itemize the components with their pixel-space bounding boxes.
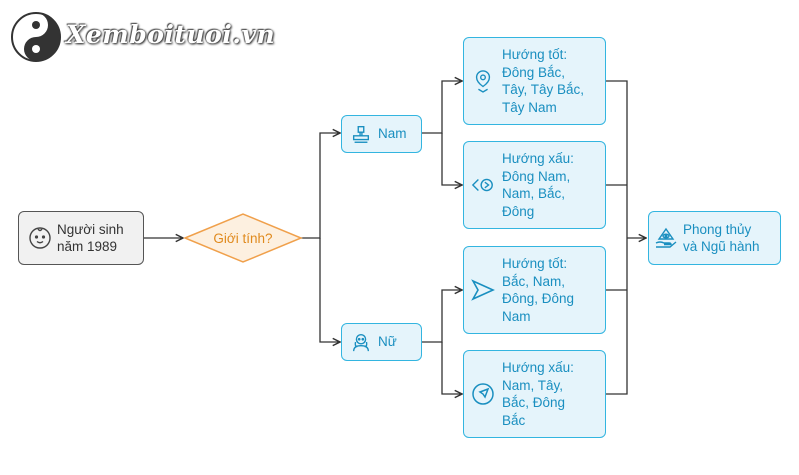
woman-icon <box>344 331 378 353</box>
stamp-icon <box>344 123 378 145</box>
male-bad-label: Hướng xấu: Đông Nam, Nam, Bắc, Đông <box>502 151 574 219</box>
start-label: Người sinh năm 1989 <box>57 221 124 255</box>
edge-male-bad <box>441 133 462 185</box>
edge-decision-female <box>319 238 340 342</box>
male-bad-direction-node: Hướng xấu: Đông Nam, Nam, Bắc, Đông <box>463 141 606 229</box>
edge-male-good <box>422 81 462 134</box>
decision-label: Giới tính? <box>213 230 273 246</box>
female-node: Nữ <box>341 323 422 361</box>
baby-face-icon <box>23 226 57 250</box>
result-label: Phong thủy và Ngũ hành <box>683 221 760 255</box>
site-logo[interactable]: Xemboituoi.vn <box>8 8 275 66</box>
edge-decision-male <box>301 133 340 239</box>
location-pin-icon <box>464 69 502 93</box>
male-good-label: Hướng tốt: Đông Bắc, Tây, Tây Bắc, Tây N… <box>502 47 585 115</box>
edge-merge <box>606 80 628 395</box>
rewind-direction-icon <box>464 175 502 195</box>
female-bad-label: Hướng xấu: Nam, Tây, Bắc, Đông Bắc <box>502 360 574 428</box>
female-label: Nữ <box>378 334 397 350</box>
edge-female-good <box>422 290 462 343</box>
send-arrow-icon <box>464 279 502 301</box>
female-good-label: Hướng tốt: Bắc, Nam, Đông, Đông Nam <box>502 256 575 324</box>
yin-yang-icon <box>11 12 61 62</box>
female-bad-direction-node: Hướng xấu: Nam, Tây, Bắc, Đông Bắc <box>463 350 606 438</box>
start-node: Người sinh năm 1989 <box>18 211 144 265</box>
male-label: Nam <box>378 126 407 142</box>
logo-text: Xemboituoi.vn <box>66 20 276 49</box>
decision-diamond <box>183 213 303 263</box>
hand-eye-icon <box>649 226 683 250</box>
edge-female-bad <box>441 342 462 394</box>
navigation-compass-icon <box>464 382 502 406</box>
result-node: Phong thủy và Ngũ hành <box>648 211 781 265</box>
female-good-direction-node: Hướng tốt: Bắc, Nam, Đông, Đông Nam <box>463 246 606 334</box>
male-good-direction-node: Hướng tốt: Đông Bắc, Tây, Tây Bắc, Tây N… <box>463 37 606 125</box>
male-node: Nam <box>341 115 422 153</box>
